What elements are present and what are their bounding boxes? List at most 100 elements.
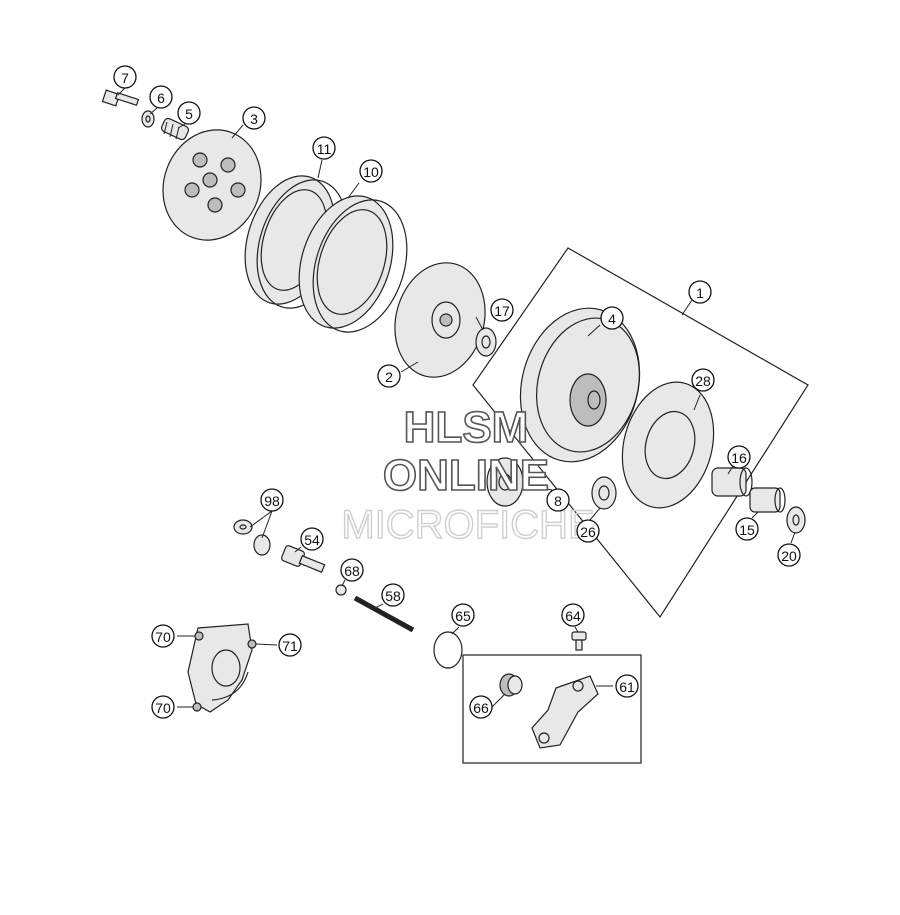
callout-circle <box>359 159 383 183</box>
callout-c28: 28 <box>691 368 715 392</box>
callout-c98: 98 <box>260 488 284 512</box>
thrust-washer-part-17 <box>475 327 497 357</box>
callout-c71: 71 <box>278 633 302 657</box>
damper-disc-part-28 <box>621 381 715 509</box>
callout-label: 5 <box>185 106 193 122</box>
callout-circle <box>727 445 751 469</box>
callout-label: 98 <box>264 493 280 509</box>
callout-label: 15 <box>739 522 755 538</box>
callout-label: 26 <box>580 524 596 540</box>
callout-circle <box>615 674 639 698</box>
callout-circle <box>151 695 175 719</box>
watermark-line-2: ONLINE <box>383 451 549 500</box>
callout-circle <box>576 519 600 543</box>
release-lever-part-61 <box>531 675 599 749</box>
callout-c58: 58 <box>381 583 405 607</box>
callout-label: 65 <box>455 608 471 624</box>
callout-c8: 8 <box>546 488 570 512</box>
seal-part-66 <box>499 673 523 697</box>
callout-circle <box>469 695 493 719</box>
sleeve-part-15 <box>749 487 786 513</box>
bolt-part-7 <box>101 89 140 107</box>
callout-c66: 66 <box>469 695 493 719</box>
callout-label: 70 <box>155 700 171 716</box>
callout-label: 28 <box>695 373 711 389</box>
callout-circle <box>490 298 514 322</box>
steel-plates-part-10 <box>298 195 408 333</box>
callout-label: 4 <box>608 311 616 327</box>
callout-c64: 64 <box>561 603 585 627</box>
washers-part-98 <box>233 519 271 556</box>
callout-c26: 26 <box>576 519 600 543</box>
callout-c20: 20 <box>777 543 801 567</box>
callout-label: 16 <box>731 450 747 466</box>
callout-circle <box>151 624 175 648</box>
pressure-plate-part-3 <box>162 129 262 241</box>
callout-circle <box>735 517 759 541</box>
callout-c54: 54 <box>300 527 324 551</box>
callout-c61: 61 <box>615 674 639 698</box>
watermark-line-1: HLSM <box>404 403 529 452</box>
callout-label: 3 <box>250 111 258 127</box>
callout-label: 66 <box>473 700 489 716</box>
callout-label: 71 <box>282 638 298 654</box>
callout-c68: 68 <box>340 558 364 582</box>
callout-circle <box>691 368 715 392</box>
callout-label: 11 <box>317 141 332 157</box>
cover-bracket-parts-70-71 <box>187 623 257 713</box>
callout-c6: 6 <box>149 85 173 109</box>
callout-label: 7 <box>121 70 129 86</box>
callout-label: 17 <box>494 303 510 319</box>
callout-label: 20 <box>781 548 797 564</box>
callout-circle <box>340 558 364 582</box>
callout-c15: 15 <box>735 517 759 541</box>
callout-label: 68 <box>344 563 360 579</box>
callout-c10: 10 <box>359 159 383 183</box>
callout-circle <box>278 633 302 657</box>
callout-label: 8 <box>554 493 562 509</box>
callout-circle <box>177 101 201 125</box>
callout-label: 64 <box>565 608 581 624</box>
spring-part-5 <box>160 117 190 141</box>
assembly-frame-61 <box>462 654 642 764</box>
callout-circle <box>381 583 405 607</box>
callout-circle <box>451 603 475 627</box>
callout-circle <box>688 280 712 304</box>
ball-part-68 <box>335 584 347 596</box>
callout-c11: 11 <box>312 136 336 160</box>
callout-c3: 3 <box>242 106 266 130</box>
callout-label: 58 <box>385 588 401 604</box>
screw-part-64 <box>571 631 587 651</box>
clutch-basket-part-4 <box>519 307 641 463</box>
pushrod-part-54 <box>281 545 326 573</box>
callout-circle <box>561 603 585 627</box>
callout-c70a: 70 <box>151 624 175 648</box>
callout-circle <box>242 106 266 130</box>
callout-label: 70 <box>155 629 171 645</box>
pushrod-part-58 <box>353 595 415 633</box>
callout-c70b: 70 <box>151 695 175 719</box>
callout-c7: 7 <box>113 65 137 89</box>
washer-part-6 <box>141 110 155 128</box>
callout-label: 61 <box>619 679 635 695</box>
bushing-part-26 <box>591 476 617 510</box>
callout-circle <box>546 488 570 512</box>
assembly-frame-1 <box>472 247 809 619</box>
callout-c5: 5 <box>177 101 201 125</box>
callout-circle <box>260 488 284 512</box>
callout-label: 2 <box>385 369 393 385</box>
bearing-part-16 <box>711 467 753 497</box>
callout-label: 6 <box>157 90 165 106</box>
inner-hub-part-2 <box>394 262 486 378</box>
callout-label: 54 <box>304 532 320 548</box>
leader-lines <box>117 87 796 708</box>
callout-label: 10 <box>363 164 379 180</box>
callout-c16: 16 <box>727 445 751 469</box>
o-ring-part-65 <box>433 631 463 669</box>
watermark: HLSM ONLINE MICROFICHE <box>341 402 596 548</box>
callout-c2: 2 <box>377 364 401 388</box>
callout-circle <box>149 85 173 109</box>
callout-c1: 1 <box>688 280 712 304</box>
